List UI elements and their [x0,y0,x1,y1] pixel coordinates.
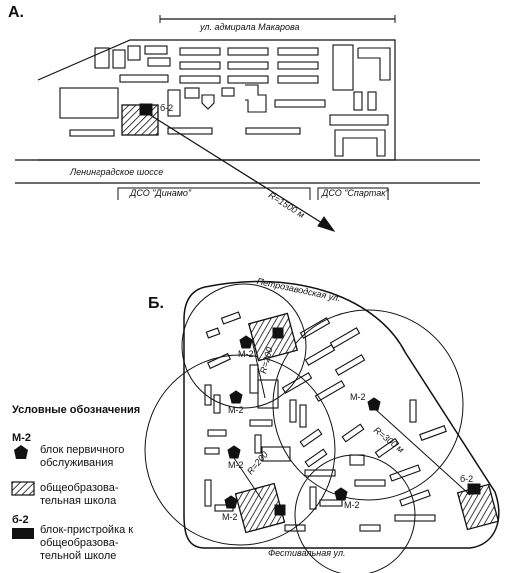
legend-code-annex: б-2 [12,514,29,526]
street-label-leningradskoe: Ленинградское шоссе [70,167,164,177]
primary-service-blocks [224,335,381,509]
code-m2-5: М-2 [344,500,360,510]
annex-block-b-east [467,483,481,495]
legend-title: Условные обозначения [12,404,141,416]
district-b-outline [183,280,500,549]
service-radius-arcs [144,283,464,573]
annex-block-b-north [272,327,284,339]
block-code-a: б-2 [160,103,174,113]
panel-a-letter: А. [8,4,24,21]
legend-annex-icon [12,528,34,539]
radius-line-a [146,112,331,229]
annex-block-a [139,103,153,116]
code-m2-2: М-2 [228,405,244,415]
legend-text-annex: блок-пристройка к общеобразова-тельной ш… [40,524,134,562]
radius-arrow-head [317,216,336,232]
district-a-outline [37,39,396,161]
panel-a-map [15,15,480,232]
code-b2: б-2 [460,474,474,484]
code-m2-1: М-2 [238,349,254,359]
legend-primary-block-icon [14,445,28,459]
code-m2-6: М-2 [350,392,366,402]
sport-label-spartak: ДСО "Спартак" [322,188,389,198]
sport-ground-dinamo [117,187,311,200]
street-label-festivalnaya: Фестивальная ул. [268,548,346,558]
legend-symbols [11,445,35,539]
sport-label-dinamo: ДСО "Динамо" [130,188,192,198]
buildings-a [59,44,391,157]
sport-ground-spartak [317,187,389,200]
code-m2-3: М-2 [228,460,244,470]
annex-block-b-southwest [274,504,286,516]
panel-b-map [144,280,500,573]
street-label-makarova: ул. адмирала Макарова [200,22,300,32]
legend-school-icon [11,481,35,496]
code-m2-4: М-2 [222,512,238,522]
panel-b-letter: Б. [148,295,164,312]
legend-code-primary: М-2 [12,432,31,444]
buildings-b [204,311,447,532]
legend-text-school: общеобразова-тельная школа [40,482,119,507]
legend-text-primary: блок первичного обслуживания [40,444,125,469]
